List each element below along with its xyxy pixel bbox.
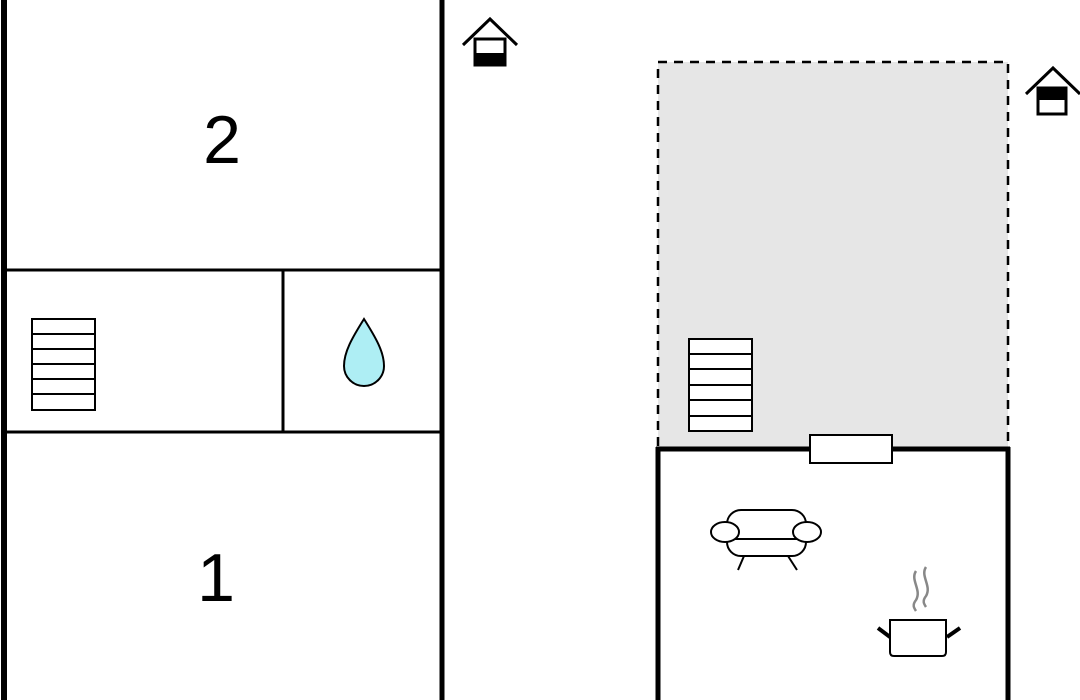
left-floor-plan: 2 1 (1, 0, 445, 700)
house-entrance-icon-right (1024, 65, 1080, 116)
house-entrance-icon (461, 16, 519, 67)
stairs-icon (31, 318, 96, 411)
sofa-icon (710, 509, 822, 571)
window-icon (809, 434, 893, 464)
terrace-stairs-icon (688, 338, 753, 432)
right-floor-plan (655, 60, 1011, 700)
cooking-pot-icon (876, 566, 962, 657)
water-drop-icon (342, 317, 386, 387)
room-label-1: 1 (197, 540, 235, 616)
room-label-2: 2 (203, 102, 241, 178)
